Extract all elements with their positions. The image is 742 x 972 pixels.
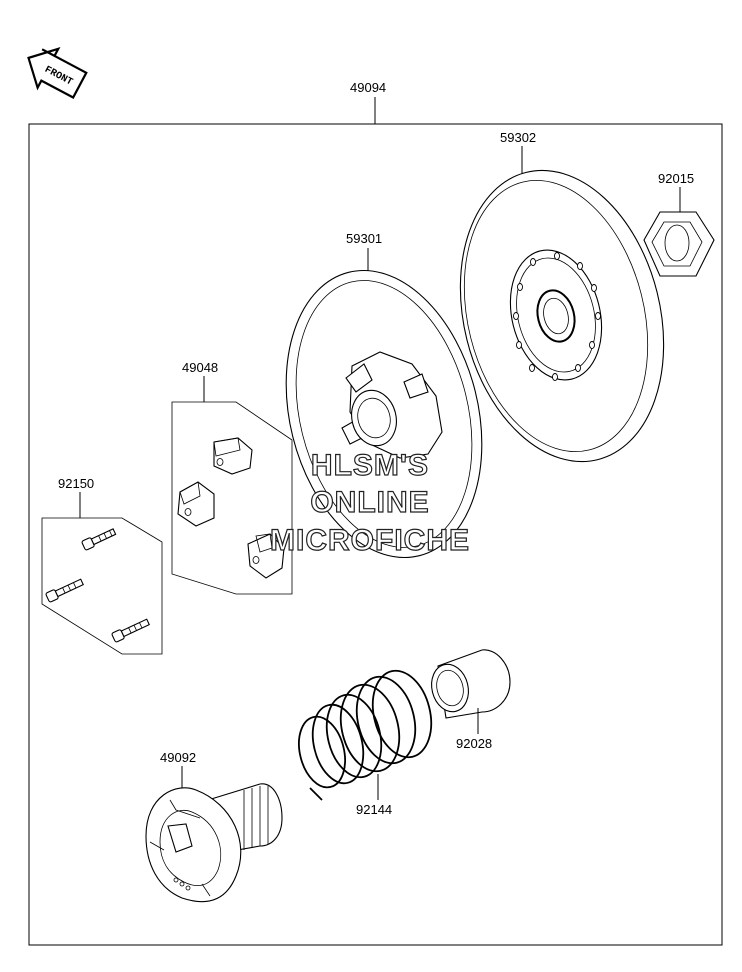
front-arrow-icon: FRONT bbox=[27, 46, 88, 99]
fixed-sheave-59302 bbox=[459, 169, 665, 463]
watermark-line1: HLSM'S bbox=[311, 449, 429, 482]
cam-49092 bbox=[145, 783, 283, 903]
nut-92015 bbox=[643, 211, 715, 277]
label-59302: 59302 bbox=[500, 130, 536, 145]
spring-92144 bbox=[298, 669, 433, 801]
label-92144: 92144 bbox=[356, 802, 392, 817]
label-59301: 59301 bbox=[346, 231, 382, 246]
movable-sheave-59301 bbox=[285, 269, 483, 559]
label-49094: 49094 bbox=[350, 80, 386, 95]
watermark-line3: MICROFICHE bbox=[270, 524, 470, 557]
collar-92028 bbox=[431, 649, 511, 719]
watermark-line2: ONLINE bbox=[310, 486, 429, 519]
bolts-92150 bbox=[41, 517, 163, 655]
label-49048: 49048 bbox=[182, 360, 218, 375]
label-49092: 49092 bbox=[160, 750, 196, 765]
label-92015: 92015 bbox=[658, 171, 694, 186]
label-92150: 92150 bbox=[58, 476, 94, 491]
label-92028: 92028 bbox=[456, 736, 492, 751]
assembly-frame bbox=[28, 123, 723, 946]
weights-49048 bbox=[171, 401, 293, 595]
